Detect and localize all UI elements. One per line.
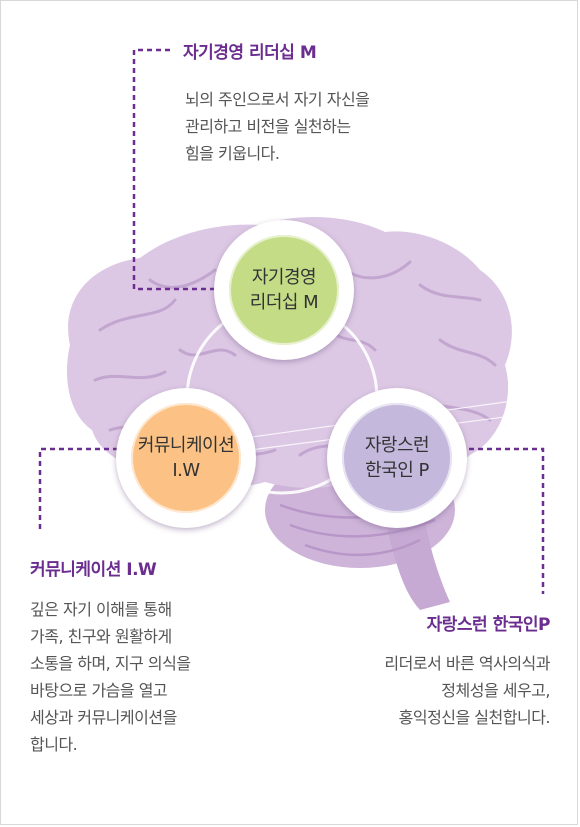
connector-proud-korean bbox=[460, 447, 545, 594]
communication-heading: 커뮤니케이션 I.W bbox=[30, 560, 157, 580]
communication-node[interactable]: 커뮤니케이션 I.W bbox=[131, 403, 241, 513]
connector-communication bbox=[38, 447, 118, 533]
connector-lines bbox=[38, 48, 545, 594]
proud-korean-description: 리더로서 바른 역사의식과 정체성을 세우고, 홍익정신을 실천합니다. bbox=[384, 654, 550, 727]
self-leadership-node[interactable]: 자기경영 리더십 M bbox=[229, 235, 339, 345]
communication-description: 깊은 자기 이해를 통해 가족, 친구와 원활하게 소통을 하며, 지구 의식을… bbox=[30, 600, 191, 754]
proud-korean-heading: 자랑스런 한국인P bbox=[426, 615, 551, 635]
proud-korean-node[interactable]: 자랑스런 한국인 P bbox=[342, 403, 452, 513]
connector-self-leadership bbox=[132, 48, 225, 291]
self-leadership-description: 뇌의 주인으로서 자기 자신을 관리하고 비전을 실천하는 힘을 키웁니다. bbox=[185, 90, 370, 163]
self-leadership-heading: 자기경영 리더십 M bbox=[183, 43, 317, 63]
